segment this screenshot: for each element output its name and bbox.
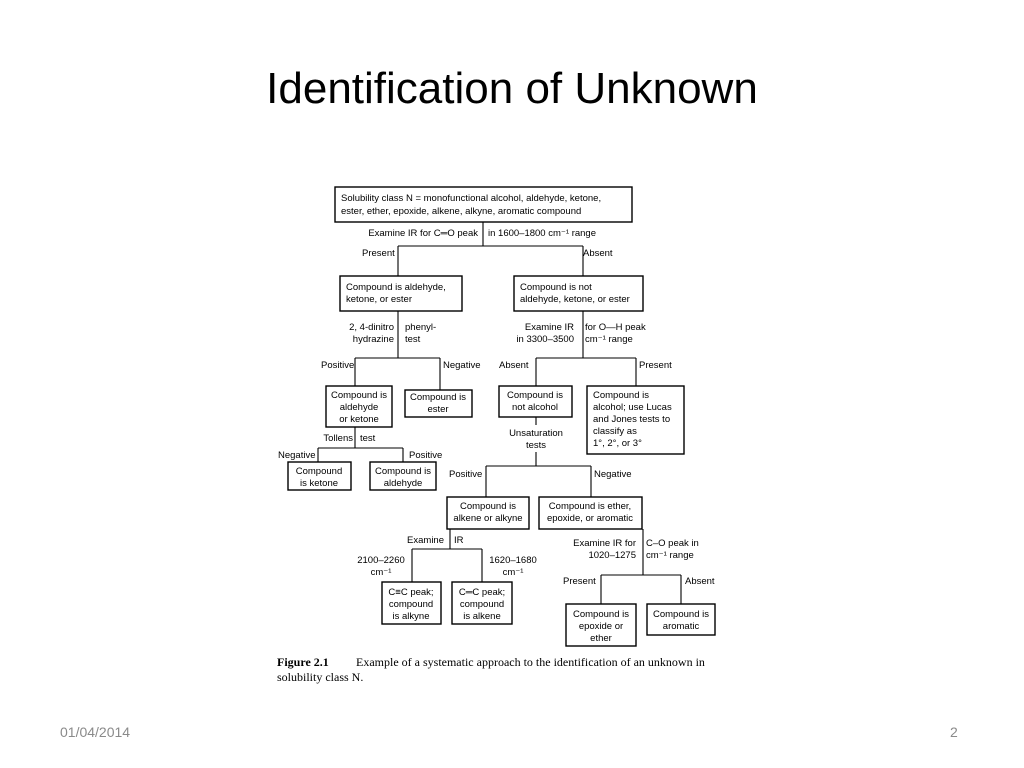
alkyne-range-label: cm⁻¹ — [371, 567, 392, 578]
aromatic-box — [646, 603, 716, 636]
tollens-negative-label: Negative — [278, 450, 316, 461]
oh-absent-label: Absent — [499, 360, 529, 371]
alkyne-box — [381, 581, 442, 625]
footer-date: 01/04/2014 — [60, 724, 131, 740]
tollens-label: test — [360, 433, 376, 444]
connector-lines — [317, 222, 682, 604]
not-alcohol-line: Compound is — [507, 390, 563, 401]
alkyne-line: compound — [389, 599, 433, 610]
alcohol-box — [586, 385, 685, 455]
alcohol-line: Compound is — [593, 390, 649, 401]
not-alcohol-line: not alcohol — [512, 402, 558, 413]
root-line: Solubility class N = monofunctional alco… — [341, 193, 601, 204]
carbonyl-present-line: Compound is aldehyde, — [346, 282, 446, 293]
ir-co-label: Examine IR for — [573, 538, 636, 549]
aromatic-line: Compound is — [653, 609, 709, 620]
dnph-positive-label: Positive — [321, 360, 354, 371]
epoxide-ether-line: Compound is — [573, 609, 629, 620]
aldehyde-or-ketone-box — [325, 385, 393, 428]
aldehyde-line: aldehyde — [384, 478, 423, 489]
aldehyde-box — [369, 461, 437, 491]
alcohol-line: classify as — [593, 426, 637, 437]
ester-line: Compound is — [410, 392, 466, 403]
tollens-positive-label: Positive — [409, 450, 442, 461]
ir-co-label: 1020–1275 — [588, 550, 636, 561]
alkene-alkyne-box — [446, 496, 530, 530]
carbonyl-present-label: Present — [362, 248, 395, 259]
alkene-alkyne-line: Compound is — [460, 501, 516, 512]
alcohol-line: alcohol; use Lucas — [593, 402, 672, 413]
ester-box — [404, 389, 473, 418]
carbonyl-present-line: ketone, or ester — [346, 294, 412, 305]
caption-text: solubility class N. — [277, 670, 363, 684]
epoxide-ether-line: epoxide or — [579, 621, 623, 632]
ir-oh-label: in 3300–3500 — [516, 334, 574, 345]
aldehyde-or-ketone-line: or ketone — [339, 414, 379, 425]
dnph-test-label: 2, 4-dinitro — [349, 322, 394, 333]
alcohol-line: and Jones tests to — [593, 414, 670, 425]
ether-epoxide-aromatic-line: Compound is ether, — [549, 501, 631, 512]
ketone-line: is ketone — [300, 478, 338, 489]
root-box — [334, 186, 633, 223]
ether-epoxide-aromatic-box — [538, 496, 643, 530]
aldehyde-or-ketone-line: aldehyde — [340, 402, 379, 413]
caption-label: Figure 2.1 — [277, 655, 329, 669]
slide-title: Identification of Unknown — [266, 64, 758, 113]
carbonyl-absent-line: aldehyde, ketone, or ester — [520, 294, 630, 305]
dnph-test-label: test — [405, 334, 421, 345]
dnph-test-label: phenyl- — [405, 322, 436, 333]
root-line: ester, ether, epoxide, alkene, alkyne, a… — [341, 206, 581, 217]
carbonyl-absent-box — [513, 275, 644, 312]
slide-number: 2 — [950, 724, 958, 740]
ketone-line: Compound — [296, 466, 342, 477]
alkene-line: compound — [460, 599, 504, 610]
alkyne-line: C≡C peak; — [388, 587, 433, 598]
dnph-negative-label: Negative — [443, 360, 481, 371]
tollens-label: Tollens — [323, 433, 353, 444]
epoxide-ether-box — [565, 603, 637, 647]
unsaturation-positive-label: Positive — [449, 469, 482, 480]
aldehyde-line: Compound is — [375, 466, 431, 477]
ir-oh-label: for O—H peak — [585, 322, 646, 333]
alkene-range-label: 1620–1680 — [489, 555, 537, 566]
ir-cc-label: IR — [454, 535, 464, 546]
alkyne-range-label: 2100–2260 — [357, 555, 405, 566]
aldehyde-or-ketone-line: Compound is — [331, 390, 387, 401]
alkyne-line: is alkyne — [393, 611, 430, 622]
oh-present-label: Present — [639, 360, 672, 371]
alkene-alkyne-line: alkene or alkyne — [453, 513, 522, 524]
aromatic-line: aromatic — [663, 621, 700, 632]
epoxide-ether-line: ether — [590, 633, 612, 644]
alcohol-line: 1°, 2°, or 3° — [593, 438, 642, 449]
co-present-label: Present — [563, 576, 596, 587]
ether-epoxide-aromatic-line: epoxide, or aromatic — [547, 513, 633, 524]
unsaturation-negative-label: Negative — [594, 469, 632, 480]
caption-text: Example of a systematic approach to the … — [356, 655, 705, 669]
ir-co-label: C–O peak in — [646, 538, 699, 549]
ketone-box — [287, 461, 352, 491]
not-alcohol-box — [498, 385, 573, 418]
ir-co-label: cm⁻¹ range — [646, 550, 694, 561]
ester-line: ester — [427, 404, 448, 415]
ir-cc-label: Examine — [407, 535, 444, 546]
carbonyl-present-box — [339, 275, 463, 312]
dnph-test-label: hydrazine — [353, 334, 394, 345]
alkene-line: C═C peak; — [459, 587, 505, 598]
alkene-range-label: cm⁻¹ — [503, 567, 524, 578]
ir-oh-label: Examine IR — [525, 322, 574, 333]
alkene-line: is alkene — [463, 611, 501, 622]
unsaturation-label: tests — [526, 440, 546, 451]
carbonyl-absent-line: Compound is not — [520, 282, 592, 293]
ir-carbonyl-label: Examine IR for C═O peak — [368, 228, 478, 239]
carbonyl-absent-label: Absent — [583, 248, 613, 259]
ir-carbonyl-range: in 1600–1800 cm⁻¹ range — [488, 228, 596, 239]
co-absent-label: Absent — [685, 576, 715, 587]
unsaturation-label: Unsaturation — [509, 428, 563, 439]
alkene-box — [451, 581, 513, 625]
ir-oh-label: cm⁻¹ range — [585, 334, 633, 345]
